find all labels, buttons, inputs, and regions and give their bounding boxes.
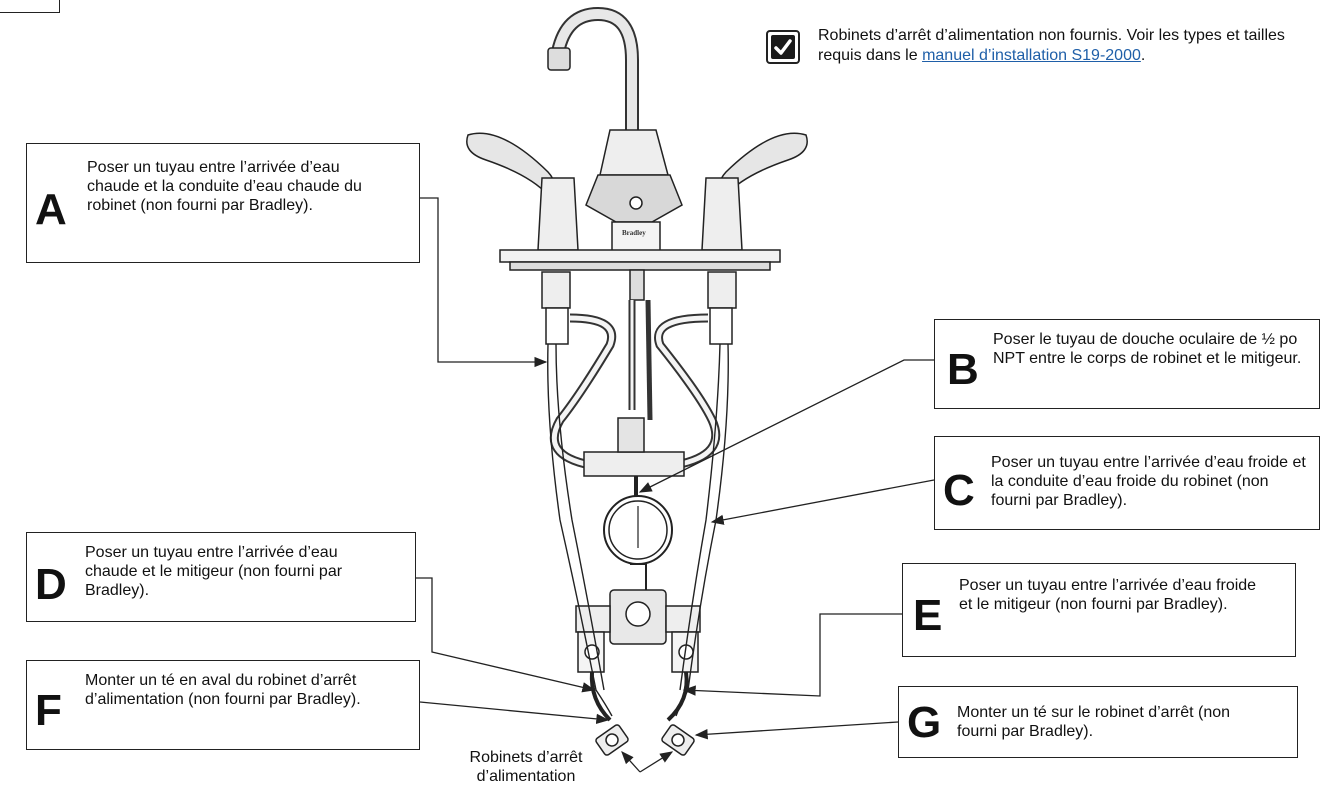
note-text-before: Robinets d’arrêt d’alimentation non four… bbox=[818, 27, 1285, 64]
note-text: Robinets d’arrêt d’alimentation non four… bbox=[818, 26, 1332, 66]
callout-e-text: Poser un tuyau entre l’arrivée d’eau fro… bbox=[959, 577, 1257, 613]
callout-e-letter: E bbox=[913, 591, 943, 640]
callout-a: A Poser un tuyau entre l’arrivée d’eau c… bbox=[26, 143, 420, 263]
callout-f-letter: F bbox=[35, 686, 62, 735]
callout-g: G Monter un té sur le robinet d’arrêt (n… bbox=[898, 686, 1298, 758]
supply-stops-label: Robinets d’arrêt d’alimentation bbox=[469, 749, 583, 785]
faucet-brand-mark: Bradley bbox=[622, 229, 646, 237]
callout-b-text: Poser le tuyau de douche oculaire de ½ p… bbox=[993, 331, 1302, 367]
callout-c: C Poser un tuyau entre l’arrivée d’eau f… bbox=[934, 436, 1320, 530]
checkmark-icon bbox=[766, 30, 800, 64]
callout-c-text: Poser un tuyau entre l’arrivée d’eau fro… bbox=[991, 454, 1306, 509]
callout-d: D Poser un tuyau entre l’arrivée d’eau c… bbox=[26, 532, 416, 622]
callout-f-text: Monter un té en aval du robinet d’arrêt … bbox=[85, 672, 361, 708]
callout-d-letter: D bbox=[35, 560, 67, 609]
callout-g-text: Monter un té sur le robinet d’arrêt (non… bbox=[957, 704, 1231, 740]
callout-a-letter: A bbox=[35, 185, 67, 234]
callout-d-text: Poser un tuyau entre l’arrivée d’eau cha… bbox=[85, 544, 343, 599]
corner-frame bbox=[0, 0, 60, 13]
callout-b: B Poser le tuyau de douche oculaire de ½… bbox=[934, 319, 1320, 409]
callout-f: F Monter un té en aval du robinet d’arrê… bbox=[26, 660, 420, 750]
callout-b-letter: B bbox=[947, 345, 979, 394]
manual-link[interactable]: manuel d’installation S19-2000 bbox=[922, 47, 1141, 64]
callout-g-letter: G bbox=[907, 698, 942, 747]
callout-e: E Poser un tuyau entre l’arrivée d’eau f… bbox=[902, 563, 1296, 657]
callout-a-text: Poser un tuyau entre l’arrivée d’eau cha… bbox=[87, 159, 362, 214]
callout-c-letter: C bbox=[943, 466, 975, 515]
note-text-after: . bbox=[1140, 47, 1146, 64]
